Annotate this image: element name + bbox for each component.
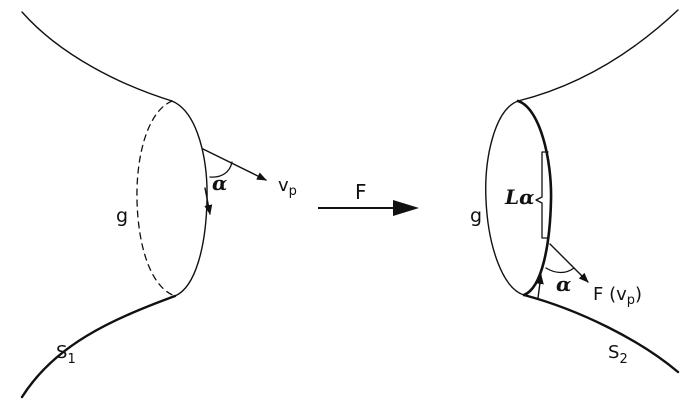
left-lower-boundary-curve xyxy=(20,294,177,399)
left-angle-alpha: α xyxy=(212,171,227,195)
left-vector-label: vp xyxy=(278,175,297,199)
left-upper-boundary-curve xyxy=(21,11,173,102)
right-curve-label-g: g xyxy=(470,205,482,227)
right-lower-boundary-curve xyxy=(522,293,680,374)
left-surface xyxy=(20,11,267,399)
right-neck-curve-left xyxy=(485,100,525,296)
left-angle-arc xyxy=(209,161,233,178)
right-angle-arc xyxy=(545,267,575,274)
map-label-F: F xyxy=(355,180,367,204)
left-vector-vp-arrow xyxy=(202,148,267,181)
right-length-brace xyxy=(535,151,549,239)
left-surface-label: S1 xyxy=(56,342,76,367)
left-curve-label-g: g xyxy=(116,205,128,227)
left-neck-curve-back-dashed xyxy=(136,100,176,297)
left-tangent-arrow xyxy=(204,187,213,215)
left-neck-curve-front xyxy=(171,100,208,297)
right-vector-fvp-arrow xyxy=(549,243,589,283)
right-tangent-arrow xyxy=(535,274,544,299)
right-surface-label: S2 xyxy=(608,342,628,367)
map-arrow-head xyxy=(393,200,419,216)
right-vector-label: F (vp) xyxy=(593,284,642,308)
right-length-label: Lα xyxy=(504,185,534,209)
map-arrow xyxy=(318,200,419,216)
right-angle-alpha: α xyxy=(556,272,571,296)
right-upper-boundary-curve xyxy=(517,9,679,102)
right-surface xyxy=(485,9,680,374)
